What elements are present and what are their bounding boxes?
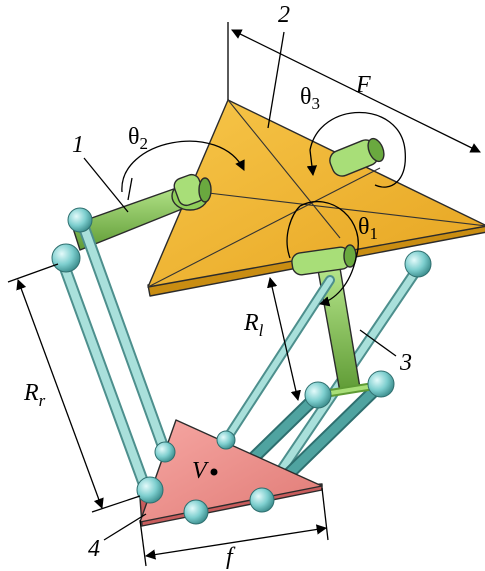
label-theta3: θ3 [300, 84, 320, 113]
joint-sphere [67, 207, 93, 233]
point-v-dot [210, 468, 218, 476]
label-theta1: θ1 [358, 214, 378, 243]
label-part-3: 3 [399, 350, 412, 376]
joint-spheres [51, 207, 432, 525]
joint-sphere [154, 441, 176, 463]
theta1-arc [299, 201, 359, 307]
moving-platform-face [139, 419, 323, 523]
active-arm-1 [71, 173, 212, 251]
leader-1 [83, 157, 129, 213]
dimension-rr [16, 279, 104, 509]
joint-sphere [136, 476, 164, 504]
labels: 2 F 1 θ2 θ3 θ1 Rl 3 Rr V 4 f [23, 2, 412, 570]
label-part-1: 1 [72, 132, 84, 158]
label-V: V [192, 458, 209, 484]
label-F: F [355, 72, 371, 98]
theta3-arc [309, 111, 406, 188]
annotations [7, 22, 481, 567]
base-diagonal [199, 191, 485, 227]
joint-sphere [304, 381, 332, 409]
dimension-f-big [231, 29, 481, 153]
joint-sphere [367, 370, 395, 398]
label-part-4: 4 [88, 536, 100, 562]
joint-sphere [183, 499, 209, 525]
base-diagonal [147, 167, 381, 288]
joint-sphere [216, 430, 236, 450]
leader-2 [267, 31, 285, 129]
label-Rl: Rl [243, 310, 264, 340]
theta2-arc [121, 140, 245, 193]
dimension-rl [267, 276, 301, 402]
leader-4 [103, 513, 147, 541]
leader-3 [359, 329, 397, 357]
joint-sphere [249, 487, 275, 513]
label-part-2: 2 [278, 2, 290, 28]
label-f: f [226, 544, 236, 570]
joint-sphere [404, 250, 432, 278]
dimension-f-small [144, 524, 328, 560]
label-Rr: Rr [23, 380, 46, 410]
joint-sphere [51, 243, 81, 273]
label-theta2: θ2 [128, 124, 148, 153]
